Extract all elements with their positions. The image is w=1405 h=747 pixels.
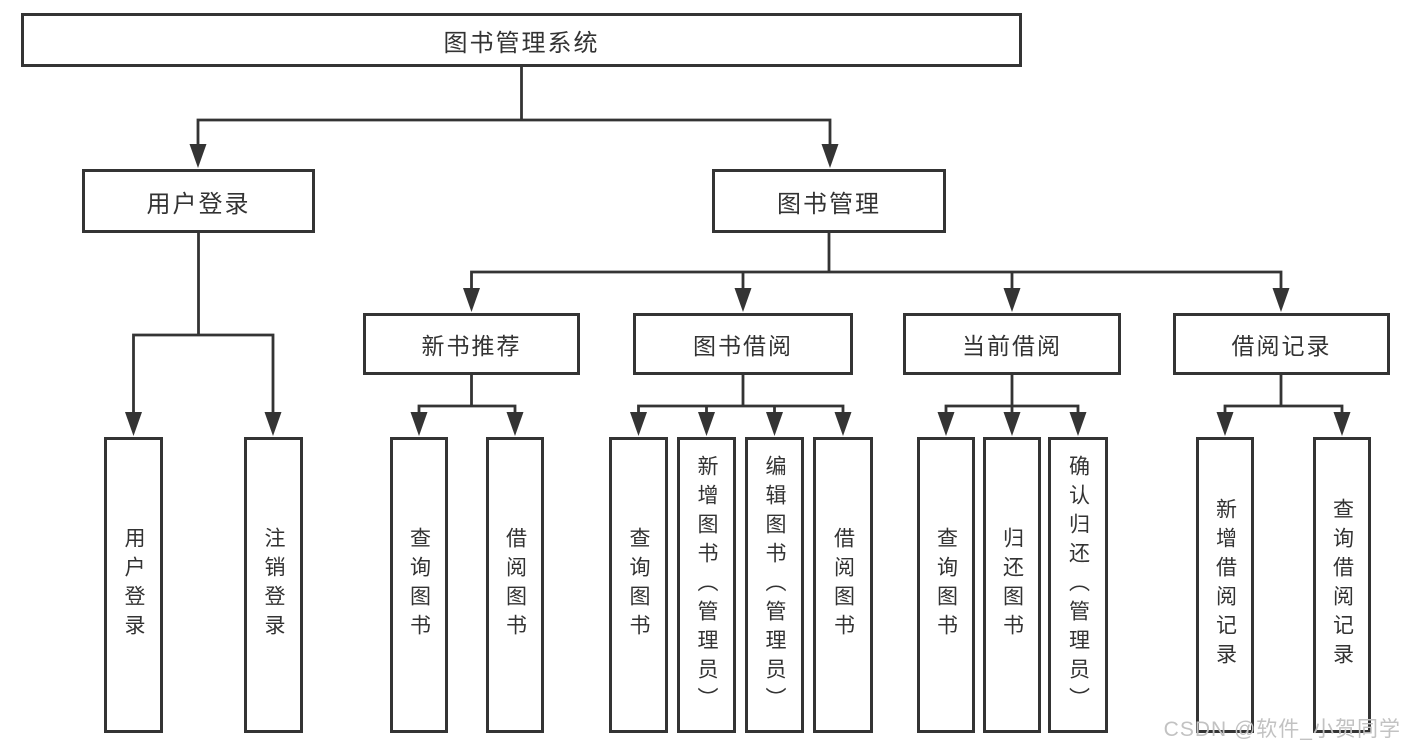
arrowhead-down-icon <box>1003 412 1021 436</box>
node-current-borrow: 当前借阅 <box>903 313 1121 375</box>
arrowhead-down-icon <box>1003 288 1021 312</box>
arrowhead-down-icon <box>698 412 715 436</box>
leaf-logout-login-label: 注销登录 <box>262 527 285 643</box>
arrowhead-down-icon <box>1272 288 1290 312</box>
leaf-query-books-current-label: 查询图书 <box>934 527 958 643</box>
arrowheads <box>125 144 1351 436</box>
arrowhead-down-icon <box>1069 412 1087 436</box>
node-book-management: 图书管理 <box>712 169 946 233</box>
connector-borrow-records <box>1223 373 1344 420</box>
leaf-query-books-borrow: 查询图书 <box>609 437 668 733</box>
leaf-confirm-return-admin: 确认归还（管理员） <box>1048 437 1108 733</box>
arrowhead-down-icon <box>189 144 207 168</box>
arrowhead-down-icon <box>1333 412 1351 436</box>
leaf-logout-login: 注销登录 <box>244 437 303 733</box>
node-root-label: 图书管理系统 <box>443 29 600 57</box>
leaf-query-borrow-record: 查询借阅记录 <box>1313 437 1371 733</box>
leaf-borrow-books-label: 借阅图书 <box>831 527 855 643</box>
connector-user-login <box>132 231 275 420</box>
leaf-borrow-books-recommend-label: 借阅图书 <box>503 527 527 643</box>
leaf-add-book-admin-label: 新增图书（管理员） <box>695 454 718 716</box>
arrowhead-down-icon <box>834 412 852 436</box>
arrowhead-down-icon <box>506 412 524 436</box>
node-borrow-records-label: 借阅记录 <box>1231 333 1332 359</box>
arrowhead-down-icon <box>937 412 955 436</box>
node-user-login-label: 用户登录 <box>146 190 251 218</box>
leaf-return-book-label: 归还图书 <box>1000 527 1024 643</box>
node-root: 图书管理系统 <box>21 13 1022 67</box>
watermark: CSDN @软件_小贺同学 <box>1163 718 1401 741</box>
node-borrow-records: 借阅记录 <box>1173 313 1390 375</box>
arrowhead-down-icon <box>125 412 142 436</box>
node-book-management-label: 图书管理 <box>777 190 881 218</box>
leaf-user-login: 用户登录 <box>104 437 163 733</box>
connector-lines <box>132 65 1344 420</box>
arrowhead-down-icon <box>821 144 839 168</box>
node-book-borrow: 图书借阅 <box>633 313 853 375</box>
leaf-query-borrow-record-label: 查询借阅记录 <box>1330 498 1354 672</box>
connector-book-borrow <box>637 373 845 420</box>
leaf-user-login-label: 用户登录 <box>122 527 145 643</box>
arrowhead-down-icon <box>264 412 282 436</box>
arrowhead-down-icon <box>1216 412 1234 436</box>
leaf-query-books-borrow-label: 查询图书 <box>627 527 650 643</box>
node-current-borrow-label: 当前借阅 <box>962 333 1062 359</box>
leaf-add-borrow-record: 新增借阅记录 <box>1196 437 1254 733</box>
leaf-borrow-books: 借阅图书 <box>813 437 873 733</box>
arrowhead-down-icon <box>734 288 752 312</box>
connector-new-book-recommend <box>417 373 517 420</box>
leaf-add-book-admin: 新增图书（管理员） <box>677 437 736 733</box>
leaf-add-borrow-record-label: 新增借阅记录 <box>1213 498 1237 672</box>
node-new-book-recommend-label: 新书推荐 <box>421 333 522 359</box>
leaf-borrow-books-recommend: 借阅图书 <box>486 437 544 733</box>
arrowhead-down-icon <box>766 412 783 436</box>
connector-book-management <box>470 231 1283 296</box>
node-book-borrow-label: 图书借阅 <box>693 333 793 359</box>
node-new-book-recommend: 新书推荐 <box>363 313 580 375</box>
leaf-query-books-recommend: 查询图书 <box>390 437 448 733</box>
arrowhead-down-icon <box>410 412 428 436</box>
node-user-login: 用户登录 <box>82 169 315 233</box>
leaf-confirm-return-admin-label: 确认归还（管理员） <box>1066 454 1090 716</box>
connector-current-borrow <box>944 373 1080 420</box>
leaf-query-books-current: 查询图书 <box>917 437 975 733</box>
leaf-edit-book-admin-label: 编辑图书（管理员） <box>763 454 786 716</box>
leaf-edit-book-admin: 编辑图书（管理员） <box>745 437 804 733</box>
arrowhead-down-icon <box>463 288 480 312</box>
leaf-query-books-recommend-label: 查询图书 <box>407 527 431 643</box>
leaf-return-book: 归还图书 <box>983 437 1041 733</box>
arrowhead-down-icon <box>630 412 647 436</box>
connector-root <box>196 65 832 152</box>
